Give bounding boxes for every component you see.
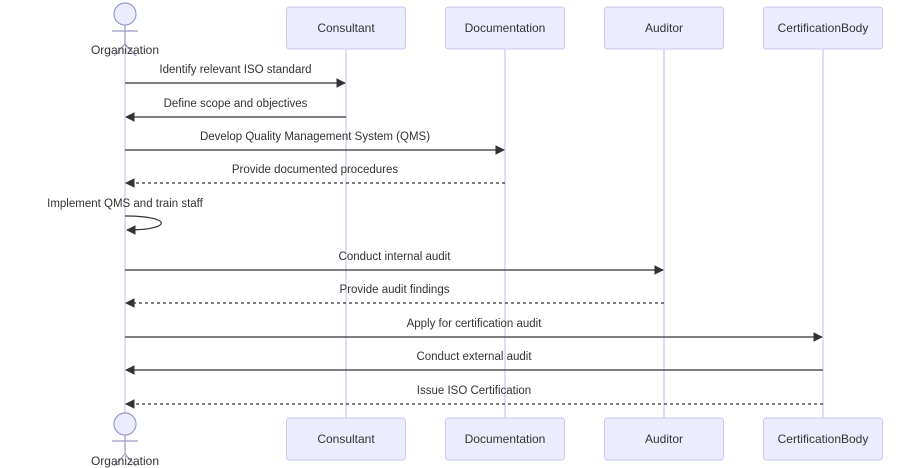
message-label: Issue ISO Certification	[417, 385, 531, 397]
participant-auditor-top: Auditor	[604, 6, 724, 50]
participant-label: Auditor	[645, 432, 683, 446]
participant-label: Auditor	[645, 21, 683, 35]
message-label: Implement QMS and train staff	[47, 198, 204, 210]
message-6: Conduct internal audit	[125, 251, 664, 275]
actor-figure-top: Organization	[91, 2, 159, 57]
participant-documentation-top: Documentation	[445, 6, 565, 50]
message-10: Issue ISO Certification	[125, 385, 823, 409]
participant-box	[604, 417, 724, 461]
actor-head	[113, 2, 137, 26]
participant-label: Consultant	[317, 432, 375, 446]
message-label: Provide audit findings	[340, 284, 450, 296]
actor-leg-left	[113, 453, 126, 467]
message-1: Identify relevant ISO standard	[125, 64, 346, 88]
message-label: Conduct external audit	[416, 351, 532, 363]
message-9: Conduct external audit	[125, 351, 823, 375]
participant-certbody-bottom: CertificationBody	[763, 417, 883, 461]
self-message-arrow	[124, 215, 162, 235]
participant-box	[445, 417, 565, 461]
message-2: Define scope and objectives	[125, 98, 346, 122]
actor-label-top: Organization	[91, 43, 159, 57]
message-3: Develop Quality Management System (QMS)	[125, 131, 505, 155]
actor-head	[113, 412, 137, 436]
participant-documentation-bottom: Documentation	[445, 417, 565, 461]
participant-box	[286, 417, 406, 461]
participant-label: Documentation	[465, 432, 546, 446]
participant-box	[445, 6, 565, 50]
message-label: Provide documented procedures	[232, 164, 398, 176]
message-label: Apply for certification audit	[407, 318, 543, 330]
message-label: Identify relevant ISO standard	[159, 64, 311, 76]
participant-box	[604, 6, 724, 50]
message-label: Define scope and objectives	[164, 98, 308, 110]
participant-consultant-top: Consultant	[286, 6, 406, 50]
participant-label: CertificationBody	[778, 21, 869, 35]
message-8: Apply for certification audit	[125, 318, 823, 342]
actor-label-bottom: Organization	[91, 454, 159, 468]
message-label: Develop Quality Management System (QMS)	[200, 131, 430, 143]
participant-label: Consultant	[317, 21, 375, 35]
participant-box	[286, 6, 406, 50]
participant-consultant-bottom: Consultant	[286, 417, 406, 461]
participant-label: Documentation	[465, 21, 546, 35]
participant-box	[763, 6, 883, 50]
actor-leg-right	[124, 453, 137, 467]
participant-certbody-top: CertificationBody	[763, 6, 883, 50]
actor-leg-left	[113, 43, 126, 57]
message-label: Conduct internal audit	[339, 251, 452, 263]
participant-label: CertificationBody	[778, 432, 869, 446]
participant-auditor-bottom: Auditor	[604, 417, 724, 461]
actor-leg-right	[124, 43, 137, 57]
message-7: Provide audit findings	[125, 284, 664, 308]
message-5: Implement QMS and train staff	[47, 198, 204, 235]
actor-figure-bottom: Organization	[91, 412, 159, 468]
message-4: Provide documented procedures	[125, 164, 505, 188]
participant-box	[763, 417, 883, 461]
